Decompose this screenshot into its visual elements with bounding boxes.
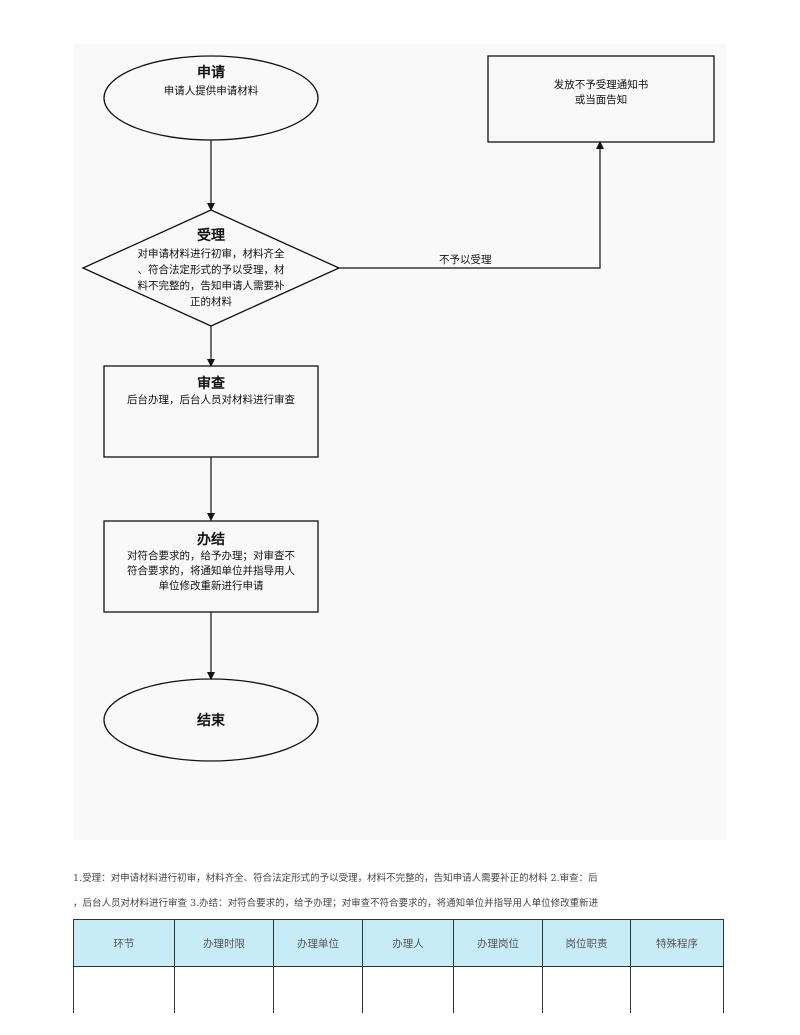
header-handler: 办理人 xyxy=(362,919,454,967)
header-special-procedure: 特殊程序 xyxy=(630,919,724,967)
table-cell xyxy=(174,966,274,1013)
review-title: 审查 xyxy=(197,375,226,392)
header-duties: 岗位职责 xyxy=(542,919,631,967)
review-node xyxy=(103,365,319,458)
conclude-text-line-1: 对符合要求的，给予办理；对审查不 xyxy=(127,549,295,562)
end-title: 结束 xyxy=(197,712,226,729)
process-info-table: 环节 办理时限 办理单位 办理人 办理岗位 岗位职责 特殊程序 xyxy=(73,919,724,1013)
edge-accept-to-reject xyxy=(339,141,604,269)
conclude-text-line-2: 符合要求的，将通知单位并指导用人 xyxy=(127,564,295,577)
header-unit: 办理单位 xyxy=(273,919,363,967)
table-cell xyxy=(542,966,631,1013)
apply-text: 申请人提供申请材料 xyxy=(164,84,259,97)
accept-text-line-1: 对申请材料进行初审，材料齐全 xyxy=(138,247,285,260)
flowchart: 不予以受理 申请 申请人提供申请材料 发放不予受理通知书 或当面告知 受理 对申… xyxy=(81,55,715,762)
conclude-node xyxy=(103,520,319,613)
end-node xyxy=(103,678,319,762)
summary-line-1: 1.受理：对申请材料进行初审，材料齐全、符合法定形式的予以受理，材料不完整的，告… xyxy=(73,873,598,884)
reject-node xyxy=(487,55,715,143)
header-stage: 环节 xyxy=(73,919,175,967)
conclude-title: 办结 xyxy=(197,531,225,548)
table-header-row: 环节 办理时限 办理单位 办理人 办理岗位 岗位职责 特殊程序 xyxy=(73,919,724,967)
reject-text-line-1: 发放不予受理通知书 xyxy=(554,78,649,91)
conclude-text-line-3: 单位修改重新进行申请 xyxy=(159,579,264,592)
table-cell xyxy=(73,966,175,1013)
apply-node xyxy=(103,55,319,141)
review-text: 后台办理，后台人员对材料进行审查 xyxy=(127,393,295,406)
accept-node xyxy=(81,209,341,327)
accept-text-line-4: 正的材料 xyxy=(190,295,232,308)
header-position: 办理岗位 xyxy=(453,919,543,967)
accept-text-line-3: 料不完整的，告知申请人需要补 xyxy=(138,279,285,292)
table-row xyxy=(73,966,724,1013)
flowchart-panel: 不予以受理 申请 申请人提供申请材料 发放不予受理通知书 或当面告知 受理 对申… xyxy=(73,44,727,840)
reject-edge-label: 不予以受理 xyxy=(439,254,492,266)
accept-text-line-2: 、符合法定形式的予以受理，材 xyxy=(138,263,285,276)
header-time-limit: 办理时限 xyxy=(174,919,274,967)
summary-line-2: ，后台人员对材料进行审查 3.办结：对符合要求的，给予办理；对审查不符合要求的，… xyxy=(73,898,599,909)
table-cell xyxy=(630,966,724,1013)
table-cell xyxy=(453,966,543,1013)
reject-text-line-2: 或当面告知 xyxy=(575,93,628,106)
accept-title: 受理 xyxy=(197,227,225,244)
table-cell xyxy=(273,966,363,1013)
process-summary: 1.受理：对申请材料进行初审，材料齐全、符合法定形式的予以受理，材料不完整的，告… xyxy=(73,866,733,916)
table-cell xyxy=(362,966,454,1013)
apply-title: 申请 xyxy=(197,64,225,81)
